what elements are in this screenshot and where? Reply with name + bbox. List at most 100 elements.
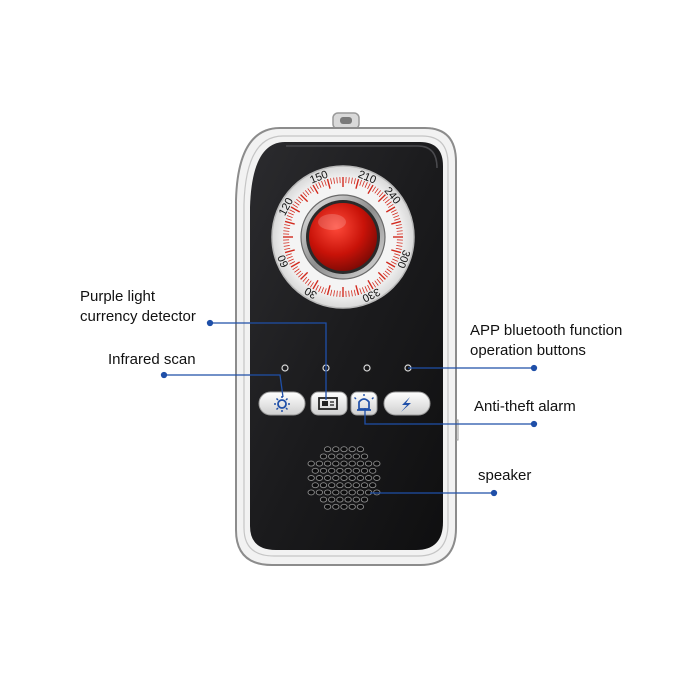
dial-tick	[292, 203, 298, 208]
dial-tick	[284, 249, 295, 254]
dial-tick	[283, 230, 290, 232]
dial-tick	[396, 227, 403, 229]
dial-tick	[333, 177, 335, 184]
bluetooth-app-button[interactable]	[383, 391, 431, 416]
speaker-hole	[307, 489, 315, 496]
dial-tick	[359, 288, 362, 295]
dial-tick	[361, 287, 365, 294]
dial-tick	[367, 183, 371, 190]
dial-tick	[283, 245, 290, 247]
speaker-hole	[344, 496, 352, 503]
dial-tick	[395, 224, 402, 227]
callout-app-bluetooth: APP bluetooth function operation buttons	[470, 321, 622, 361]
dial-tick	[384, 198, 390, 204]
dial-tick	[382, 272, 388, 278]
speaker-hole	[373, 460, 381, 467]
speaker-hole	[319, 496, 328, 503]
dial-tick	[304, 278, 310, 284]
callout-line-2: currency detector	[80, 308, 196, 325]
dial-tick	[296, 198, 302, 204]
dial-tick	[315, 183, 319, 190]
dial-tick	[288, 258, 294, 262]
dial-tick	[351, 177, 353, 184]
dial-tick	[300, 271, 309, 280]
dial-tick	[302, 276, 308, 282]
speaker-hole	[369, 467, 377, 474]
infrared-button[interactable]	[258, 391, 306, 416]
dial-tick	[396, 245, 403, 247]
speaker-hole	[328, 482, 336, 489]
dial-tick	[283, 242, 290, 244]
bluetooth-lightning-icon	[401, 397, 411, 412]
dial-tick	[391, 249, 402, 254]
dial-number: 60	[276, 253, 292, 269]
speaker-hole	[348, 446, 356, 453]
speaker-hole	[340, 446, 348, 453]
dial-tick	[394, 218, 401, 221]
dial-tick	[318, 286, 322, 292]
speaker-hole	[336, 482, 344, 489]
speaker-hole	[360, 467, 369, 474]
speaker-hole	[323, 460, 332, 467]
dial-tick	[286, 215, 293, 219]
infrared-sun-icon	[274, 396, 290, 412]
dial-tick	[361, 180, 365, 187]
dial-tick	[324, 288, 327, 295]
dial-tick	[321, 287, 325, 294]
callout-line-1: APP bluetooth function	[470, 322, 623, 339]
dial-tick	[294, 201, 300, 206]
speaker-hole	[344, 482, 352, 489]
dial-tick	[376, 190, 382, 196]
dial-tick	[394, 253, 401, 256]
speaker-hole	[344, 467, 352, 474]
currency-detector-button[interactable]	[310, 391, 348, 416]
speaker-hole	[328, 496, 336, 503]
speaker-hole	[336, 467, 344, 474]
dial-tick	[284, 224, 291, 227]
alarm-button[interactable]	[350, 391, 378, 416]
dial-tick	[372, 282, 377, 288]
dial-tick	[309, 186, 314, 192]
speaker-hole	[348, 460, 356, 467]
dial-tick	[296, 270, 302, 276]
speaker-hole	[307, 460, 315, 467]
speaker-hole	[352, 482, 360, 489]
speaker-hole	[373, 475, 381, 481]
dial-tick	[396, 242, 403, 244]
dial-tick	[388, 266, 394, 271]
dial-tick	[326, 178, 331, 189]
callout-purple-light-currency-detector: Purple light currency detector	[80, 287, 196, 327]
dial-tick	[396, 230, 403, 232]
dial-tick	[284, 247, 291, 250]
dial-tick	[348, 177, 350, 184]
led-indicator	[363, 364, 371, 372]
dial-tick	[385, 261, 396, 268]
dial-tick	[378, 276, 384, 282]
callout-anti-theft-alarm: Anti-theft alarm	[474, 398, 576, 415]
dial-tick	[385, 206, 396, 213]
dial-tick	[367, 284, 371, 291]
speaker-hole	[352, 467, 360, 474]
speaker-hole	[369, 482, 377, 489]
dial-tick	[292, 266, 298, 271]
dial-tick	[336, 177, 338, 184]
dial-tick	[386, 268, 392, 273]
dial-number: 300	[394, 248, 412, 269]
dial-tick	[290, 206, 301, 213]
dial-tick	[290, 261, 301, 268]
speaker-hole	[319, 482, 328, 489]
speaker-hole	[356, 503, 365, 510]
dial-tick	[336, 290, 338, 297]
dial-tick	[289, 209, 296, 213]
speaker-hole	[323, 446, 332, 453]
callout-line-1: Purple light	[80, 288, 156, 305]
speaker-hole	[323, 503, 332, 510]
dial-tick	[333, 290, 335, 297]
dial-tick	[307, 280, 312, 286]
dial-tick	[304, 190, 310, 196]
dial-tick	[386, 201, 392, 206]
dial-tick	[312, 184, 319, 195]
dial-tick	[312, 279, 319, 290]
